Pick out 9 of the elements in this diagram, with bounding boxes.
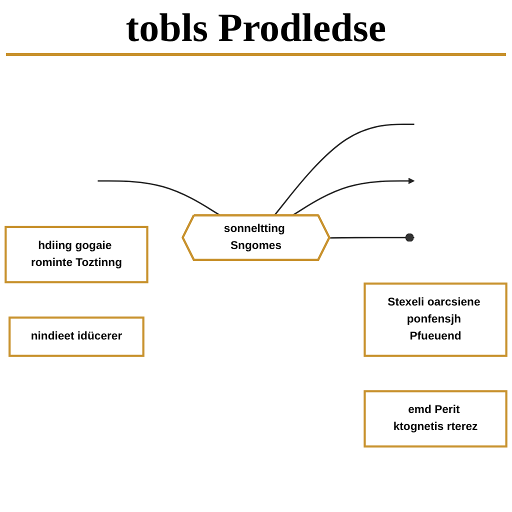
node-box: nindieet idücerer: [8, 316, 144, 357]
arrow: [292, 178, 415, 216]
diagram-title: tobls Prodledse: [124, 4, 388, 51]
node-box: Stexeli oarcsiene ponfensjh Pfueuend: [364, 282, 508, 357]
connector: [274, 124, 414, 216]
node-box: hdiing gogaie rominte Toztinng: [4, 226, 148, 284]
node-box: emd Perit ktognetis rterez: [364, 390, 508, 448]
connector: [330, 233, 414, 242]
connector: [98, 180, 221, 216]
